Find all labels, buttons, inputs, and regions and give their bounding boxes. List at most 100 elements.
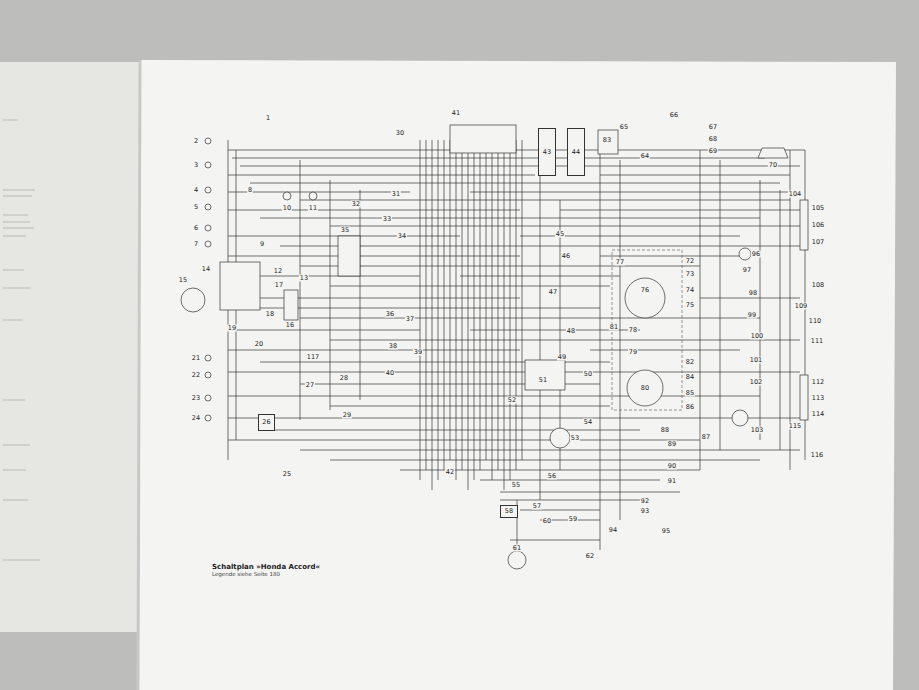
- callout-number: 64: [640, 153, 650, 160]
- callout-number: 98: [748, 290, 758, 297]
- callout-number: 105: [811, 205, 825, 212]
- callout-number: 80: [640, 385, 650, 392]
- callout-number: 6: [193, 225, 199, 232]
- callout-number: 39: [413, 349, 423, 356]
- callout-number: 37: [405, 316, 415, 323]
- component-box: 26: [258, 414, 275, 431]
- callout-number: 16: [285, 322, 295, 329]
- callout-number: 87: [701, 434, 711, 441]
- callout-number: 33: [382, 216, 392, 223]
- callout-number: 60: [542, 518, 552, 525]
- callout-number: 106: [811, 222, 825, 229]
- caption-text: Legende siehe Seite 180: [212, 571, 320, 577]
- callout-number: 47: [548, 289, 558, 296]
- callout-number: 88: [660, 427, 670, 434]
- callout-number: 18: [265, 311, 275, 318]
- callout-number: 83: [602, 137, 612, 144]
- callout-number: 76: [640, 287, 650, 294]
- callout-number: 5: [193, 204, 199, 211]
- callout-number: 82: [685, 359, 695, 366]
- callout-number: 114: [811, 411, 825, 418]
- callout-number: 49: [557, 354, 567, 361]
- callout-number: 72: [685, 258, 695, 265]
- callout-number: 51: [538, 377, 548, 384]
- callout-number: 28: [339, 375, 349, 382]
- callout-number: 67: [708, 124, 718, 131]
- caption-block: Schaltplan »Honda Accord«Legende siehe S…: [212, 563, 320, 577]
- callout-number: 109: [794, 303, 808, 310]
- callout-number: 62: [585, 553, 595, 560]
- callout-number: 90: [667, 463, 677, 470]
- callout-number: 115: [788, 423, 802, 430]
- callout-number: 34: [397, 233, 407, 240]
- callout-number: 93: [640, 508, 650, 515]
- callout-number: 12: [273, 268, 283, 275]
- callout-number: 73: [685, 271, 695, 278]
- callout-number: 74: [685, 287, 695, 294]
- callout-number: 61: [512, 545, 522, 552]
- callout-number: 96: [751, 251, 761, 258]
- callout-number: 108: [811, 282, 825, 289]
- callout-number: 113: [811, 395, 825, 402]
- callout-number: 14: [201, 266, 211, 273]
- callout-number: 56: [547, 473, 557, 480]
- callout-number: 4: [193, 187, 199, 194]
- callout-number: 35: [340, 227, 350, 234]
- callout-number: 95: [661, 528, 671, 535]
- callout-number: 66: [669, 112, 679, 119]
- callout-number: 10: [282, 205, 292, 212]
- callout-number: 44: [572, 149, 580, 156]
- callout-number: 19: [227, 325, 237, 332]
- callout-number: 68: [708, 136, 718, 143]
- callout-number: 57: [532, 503, 542, 510]
- callout-number: 84: [685, 374, 695, 381]
- callout-number: 104: [788, 191, 802, 198]
- callout-number: 9: [259, 241, 265, 248]
- callout-number: 97: [742, 267, 752, 274]
- callout-number: 48: [566, 328, 576, 335]
- callout-number: 89: [667, 441, 677, 448]
- component-box: 43: [538, 128, 556, 176]
- callout-number: 40: [385, 370, 395, 377]
- callout-number: 8: [247, 187, 253, 194]
- callout-number: 24: [191, 415, 201, 422]
- callout-number: 27: [305, 382, 315, 389]
- callout-number: 20: [254, 341, 264, 348]
- callout-number: 77: [615, 259, 625, 266]
- callout-number: 58: [505, 508, 513, 515]
- callout-number: 86: [685, 404, 695, 411]
- callout-number: 25: [282, 471, 292, 478]
- callout-number: 2: [193, 138, 199, 145]
- callout-number: 102: [749, 379, 763, 386]
- component-box: 58: [500, 505, 518, 518]
- callout-number: 43: [543, 149, 551, 156]
- callout-number: 45: [555, 231, 565, 238]
- callout-number: 111: [810, 338, 824, 345]
- callout-number: 91: [667, 478, 677, 485]
- callout-number: 41: [451, 110, 461, 117]
- callout-number: 99: [747, 312, 757, 319]
- callout-number: 53: [570, 435, 580, 442]
- callout-number: 112: [811, 379, 825, 386]
- callout-number: 38: [388, 343, 398, 350]
- callout-number: 46: [561, 253, 571, 260]
- callout-number: 81: [609, 324, 619, 331]
- callout-number: 94: [608, 527, 618, 534]
- callout-number: 117: [306, 354, 320, 361]
- caption-text: Schaltplan »Honda Accord«: [212, 563, 320, 571]
- callout-number: 15: [178, 277, 188, 284]
- callout-number: 55: [511, 482, 521, 489]
- callout-number: 13: [299, 275, 309, 282]
- callout-number: 36: [385, 311, 395, 318]
- callout-number: 100: [750, 333, 764, 340]
- callout-number: 79: [628, 349, 638, 356]
- callout-number: 70: [768, 162, 778, 169]
- callout-number: 50: [583, 371, 593, 378]
- callout-number: 69: [708, 148, 718, 155]
- callout-number: 31: [391, 191, 401, 198]
- callout-number: 103: [750, 427, 764, 434]
- callout-number: 59: [568, 516, 578, 523]
- callout-number: 29: [342, 412, 352, 419]
